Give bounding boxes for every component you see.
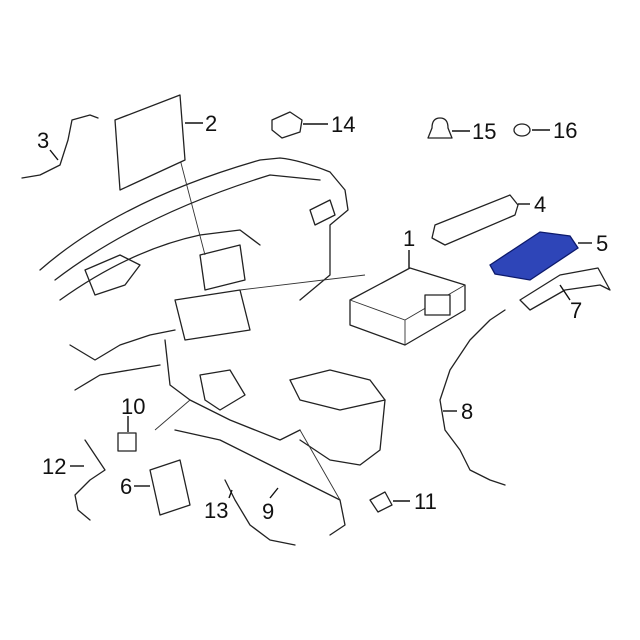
part-12-harness[interactable] [74,439,106,521]
callout-2: 2 [205,111,217,136]
part-3-harness[interactable] [21,114,99,179]
callout-9: 9 [262,499,274,524]
callout-11: 11 [414,489,437,514]
part-1-radio[interactable] [349,267,466,346]
part-8-harness[interactable] [439,309,506,486]
callout-4: 4 [534,192,546,217]
part-16-grommet[interactable] [513,123,531,137]
callout-15: 15 [472,119,496,144]
callout-6: 6 [120,474,132,499]
callout-16: 16 [553,118,577,143]
part-14-bracket[interactable] [271,111,303,139]
callout-13: 13 [204,498,228,523]
part-2-display[interactable] [114,94,186,191]
callout-3: 3 [37,128,49,153]
part-6-module[interactable] [149,459,191,516]
part-10-switch[interactable] [117,432,137,452]
part-11-bracket[interactable] [369,491,393,513]
callout-12: 12 [42,454,66,479]
callout-1: 1 [403,226,415,251]
part-9-harness[interactable] [174,429,346,536]
callout-8: 8 [461,399,473,424]
part-7-bracket[interactable] [519,267,611,311]
part-5-module[interactable] [489,231,579,281]
callout-5: 5 [596,231,608,256]
callout-10: 10 [121,394,145,419]
callout-7: 7 [570,298,582,323]
part-15-clip[interactable] [427,117,453,139]
part-4-control-panel[interactable] [431,194,519,246]
instrument-panel [39,139,386,501]
callouts: 2 3 14 15 16 4 1 5 7 8 10 12 6 13 9 11 [37,111,608,524]
part-13-harness[interactable] [224,479,296,546]
callout-14: 14 [331,112,355,137]
